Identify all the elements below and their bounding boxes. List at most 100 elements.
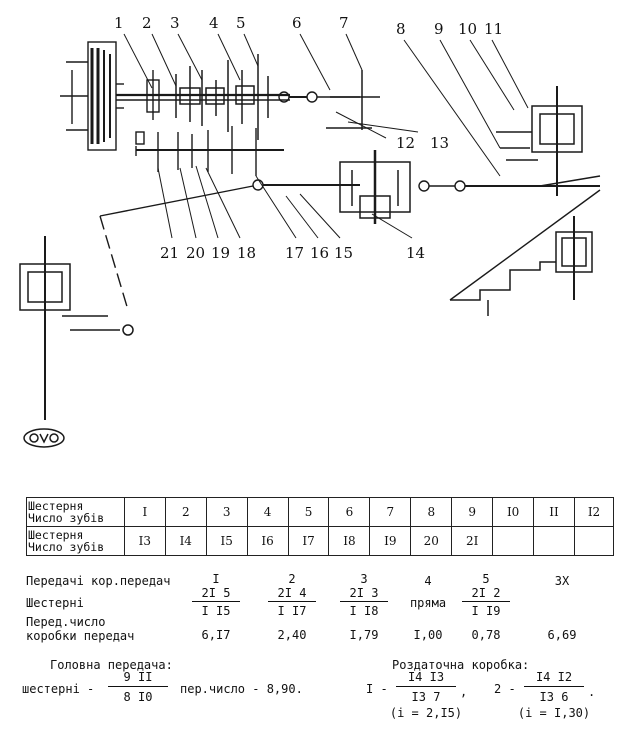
gear-3-ratio: I,79 bbox=[349, 628, 379, 642]
kinematic-scheme-drawing bbox=[19, 33, 601, 448]
callout-14: 14 bbox=[406, 244, 426, 262]
callout-4: 4 bbox=[209, 14, 219, 32]
gear-cell: I2 bbox=[574, 497, 614, 527]
counter-shaft bbox=[135, 126, 284, 176]
lower-drive bbox=[23, 428, 65, 448]
gear-cell: I bbox=[123, 497, 166, 527]
callout-7: 7 bbox=[339, 14, 349, 32]
transfer-2-fraction-bar bbox=[524, 686, 584, 687]
gear-2-denominator: I I7 bbox=[277, 604, 307, 618]
gear-cell: I3 bbox=[123, 526, 166, 556]
callout-leaders bbox=[123, 33, 529, 239]
main-drive-ratio: пер.число - 8,90. bbox=[180, 682, 303, 696]
ratio-label-line1: Перед.число bbox=[26, 615, 106, 629]
gear-cell: 20 bbox=[410, 526, 453, 556]
gear-cell: I7 bbox=[287, 526, 330, 556]
callout-13: 13 bbox=[430, 134, 450, 152]
gear-5-number: 5 bbox=[482, 572, 490, 586]
callout-19: 19 bbox=[211, 244, 231, 262]
gear-cell: I0 bbox=[492, 497, 535, 527]
gear-1-numerator: 2I 5 bbox=[201, 586, 231, 600]
propeller-shafts bbox=[99, 91, 601, 311]
gear-cell: II bbox=[533, 497, 575, 527]
main-drive-denominator: 8 I0 bbox=[123, 690, 153, 704]
transfer-1-ratio: (i = 2,I5) bbox=[389, 706, 463, 720]
clutch-assembly bbox=[60, 41, 124, 151]
gear-5-fraction-bar bbox=[462, 601, 510, 602]
gear-cell: 6 bbox=[328, 497, 371, 527]
callout-18: 18 bbox=[237, 244, 257, 262]
gear-cell: 7 bbox=[369, 497, 412, 527]
input-shaft bbox=[116, 70, 290, 120]
transfer-case bbox=[326, 70, 411, 224]
callout-15: 15 bbox=[334, 244, 354, 262]
transfer-2-numerator: I4 I2 bbox=[535, 670, 573, 684]
callout-16: 16 bbox=[310, 244, 330, 262]
callout-17: 17 bbox=[285, 244, 305, 262]
gear-cell: 3 bbox=[205, 497, 248, 527]
callout-20: 20 bbox=[186, 244, 206, 262]
transfer-2-denominator: I3 6 bbox=[539, 690, 569, 704]
main-drive-title: Головна передача: bbox=[50, 658, 173, 672]
gear-5-ratio: 0,78 bbox=[471, 628, 501, 642]
gear-cell: I9 bbox=[369, 526, 412, 556]
callout-8: 8 bbox=[396, 20, 406, 38]
upper-shaft-gears bbox=[175, 54, 269, 140]
gear-1-ratio: 6,I7 bbox=[201, 628, 231, 642]
transfer-case-title: Роздаточна коробка: bbox=[392, 658, 530, 672]
gear-5-numerator: 2I 2 bbox=[471, 586, 501, 600]
rear-axle-right bbox=[450, 216, 593, 316]
callout-12: 12 bbox=[396, 134, 416, 152]
gear-cell: 5 bbox=[287, 497, 330, 527]
gear-cell: 4 bbox=[246, 497, 289, 527]
callout-6: 6 bbox=[292, 14, 302, 32]
gear-cell bbox=[533, 526, 575, 556]
transfer-2-ratio: (i = I,30) bbox=[517, 706, 591, 720]
callout-11: 11 bbox=[484, 20, 504, 38]
transfer-2-prefix: 2 - bbox=[494, 682, 516, 696]
callout-9: 9 bbox=[434, 20, 444, 38]
gear-cell: I4 bbox=[164, 526, 207, 556]
transfer-1-denominator: I3 7 bbox=[411, 690, 441, 704]
gear-cell bbox=[492, 526, 535, 556]
transfer-1-prefix: I - bbox=[366, 682, 388, 696]
main-drive-numerator: 9 II bbox=[123, 670, 153, 684]
gear-cell: I5 bbox=[205, 526, 248, 556]
gear-1-denominator: I I5 bbox=[201, 604, 231, 618]
gear-3-numerator: 2I 3 bbox=[349, 586, 379, 600]
gear-cell: I8 bbox=[328, 526, 371, 556]
gear-cell: I6 bbox=[246, 526, 289, 556]
callout-5: 5 bbox=[236, 14, 246, 32]
gear-cell: 9 bbox=[451, 497, 494, 527]
transfer-1-numerator: I4 I3 bbox=[407, 670, 445, 684]
callout-1: 1 bbox=[114, 14, 124, 32]
gear-2-fraction-bar bbox=[268, 601, 316, 602]
rear-axle-left bbox=[19, 236, 134, 420]
gear-2-number: 2 bbox=[288, 572, 296, 586]
gear-1-number: I bbox=[212, 572, 220, 586]
gear-3-denominator: I I8 bbox=[349, 604, 379, 618]
gear-2-ratio: 2,40 bbox=[277, 628, 307, 642]
gear-5-denominator: I I9 bbox=[471, 604, 501, 618]
gear-4-number: 4 bbox=[424, 574, 432, 588]
callout-21: 21 bbox=[160, 244, 180, 262]
main-drive-fraction-bar bbox=[108, 686, 168, 687]
front-axle-differential bbox=[496, 86, 583, 196]
gear-cell bbox=[574, 526, 614, 556]
gear-cell: 2I bbox=[451, 526, 494, 556]
transfer-1-separator: , bbox=[460, 685, 468, 699]
gear-2-numerator: 2I 4 bbox=[277, 586, 307, 600]
callout-3: 3 bbox=[170, 14, 180, 32]
gear-cell: 2 bbox=[164, 497, 207, 527]
gear-3-fraction-bar bbox=[340, 601, 388, 602]
gear-3-number: 3 bbox=[360, 572, 368, 586]
callout-2: 2 bbox=[142, 14, 152, 32]
gear-4-direct: пряма bbox=[409, 596, 447, 610]
gear-1-fraction-bar bbox=[192, 601, 240, 602]
